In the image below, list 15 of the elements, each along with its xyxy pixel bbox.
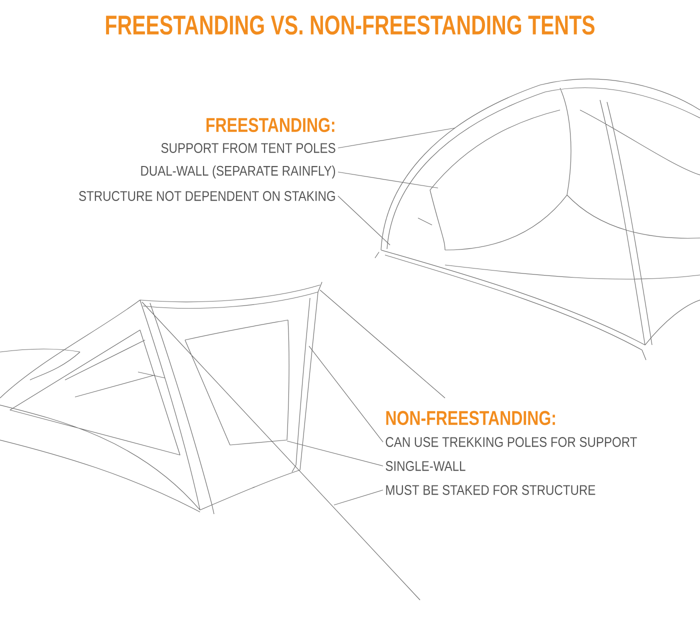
leader-label: SUPPORT FROM TENT POLES — [161, 143, 336, 153]
leader-label: MUST BE STAKED FOR STRUCTURE — [386, 485, 596, 495]
leader-label: CAN USE TREKKING POLES FOR SUPPORT — [386, 437, 637, 447]
leader-line — [338, 172, 438, 188]
leader-label: SINGLE-WALL — [386, 461, 466, 471]
leader-line — [338, 196, 390, 246]
leader-line — [308, 346, 384, 442]
heading: NON-FREESTANDING: — [386, 410, 555, 426]
leader-line — [334, 490, 384, 506]
leader-line — [338, 128, 456, 148]
heading: FREESTANDING: — [206, 118, 334, 132]
title: FREESTANDING VS. NON-FREESTANDING TENTS — [106, 16, 594, 35]
leader-line — [286, 440, 384, 466]
leader-label: DUAL-WALL (SEPARATE RAINFLY) — [141, 165, 336, 179]
leader-label: STRUCTURE NOT DEPENDENT ON STAKING — [79, 191, 335, 201]
